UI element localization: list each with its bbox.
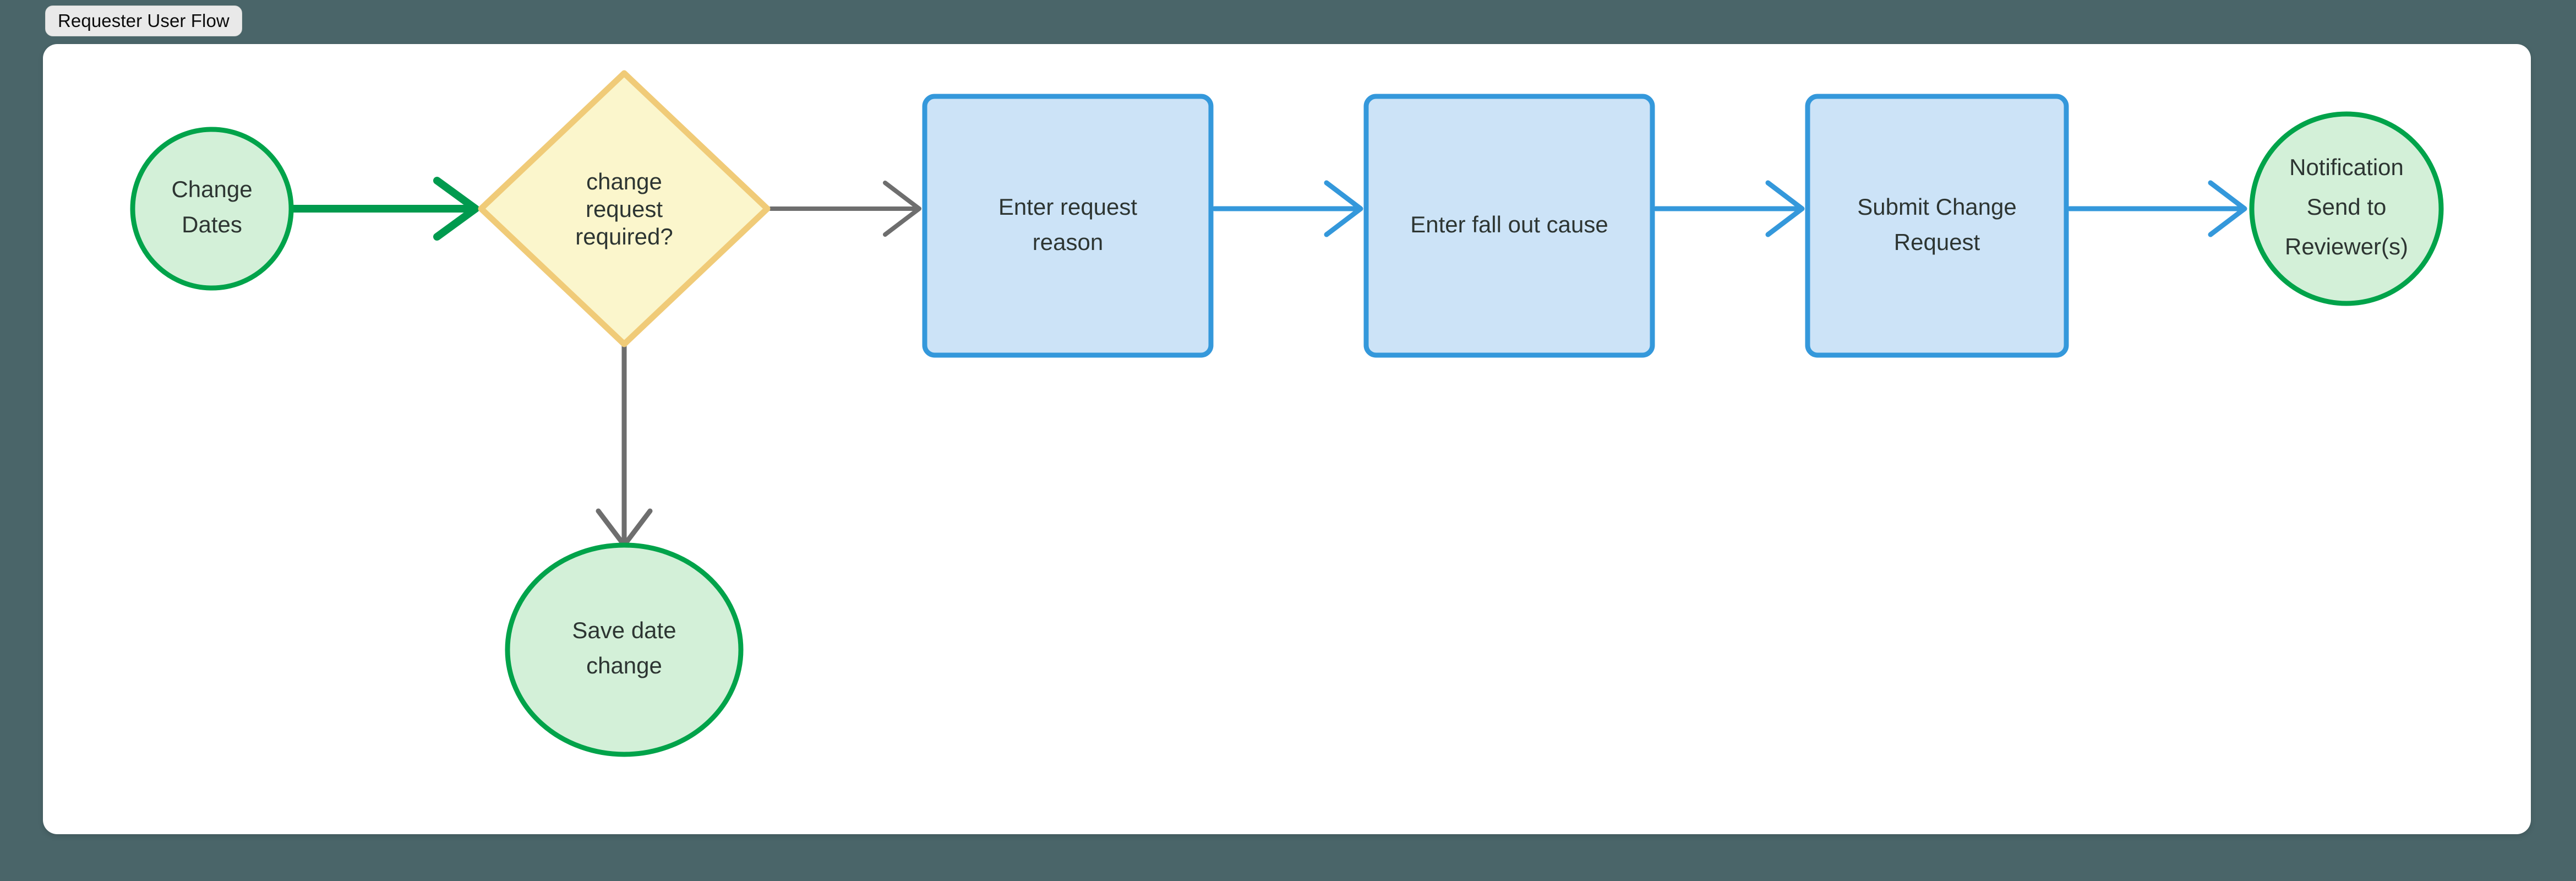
notification-send-to-reviewers-label-line-3: Reviewer(s): [2285, 233, 2408, 259]
submit-change-request-shape[interactable]: [1805, 94, 2069, 358]
change-request-required-label-line-1: change: [586, 168, 662, 194]
node-submit-change-request[interactable]: Submit Change Request: [1805, 94, 2069, 358]
flowchart-svg: Change Dates change request required? En…: [130, 70, 2444, 757]
diagram-canvas: [43, 44, 2531, 834]
enter-request-reason-label-line-1: Enter request: [998, 194, 1137, 220]
change-dates-shape[interactable]: [130, 127, 294, 291]
change-request-required-shape[interactable]: [478, 70, 771, 347]
notification-send-to-reviewers-label-line-2: Send to: [2307, 194, 2387, 220]
submit-change-request-label-line-2: Request: [1894, 229, 1980, 255]
save-date-change-label-line-2: change: [586, 652, 662, 678]
node-notification-send-to-reviewers[interactable]: Notification Send to Reviewer(s): [2249, 111, 2444, 306]
enter-fall-out-cause-label-line-1: Enter fall out cause: [1410, 211, 1608, 237]
node-save-date-change[interactable]: Save date change: [505, 542, 744, 757]
diagram-title-tag[interactable]: Requester User Flow: [45, 6, 242, 36]
node-enter-request-reason[interactable]: Enter request reason: [922, 94, 1214, 358]
enter-request-reason-shape[interactable]: [922, 94, 1214, 358]
save-date-change-shape[interactable]: [505, 542, 744, 757]
node-change-request-required[interactable]: change request required?: [478, 70, 771, 347]
node-change-dates[interactable]: Change Dates: [130, 127, 294, 291]
change-request-required-label-line-2: request: [586, 196, 663, 222]
edge-decision-to-enter-request-reason: [768, 181, 921, 237]
edge-change-dates-to-decision: [290, 177, 479, 241]
enter-request-reason-label-line-2: reason: [1033, 229, 1103, 255]
save-date-change-label-line-1: Save date: [572, 617, 676, 643]
edge-decision-to-save-date-change: [596, 343, 653, 548]
change-request-required-label-line-3: required?: [575, 224, 673, 249]
enter-fall-out-cause-shape[interactable]: [1363, 94, 1655, 358]
notification-send-to-reviewers-shape[interactable]: [2249, 111, 2444, 306]
change-dates-label-line-1: Change: [171, 176, 252, 202]
edge-enter-request-reason-to-fall-out: [1211, 180, 1363, 237]
node-enter-fall-out-cause[interactable]: Enter fall out cause: [1363, 94, 1655, 358]
edge-submit-to-notification: [2067, 180, 2247, 237]
edge-fall-out-to-submit: [1653, 180, 1805, 237]
notification-send-to-reviewers-label-line-1: Notification: [2289, 154, 2404, 180]
submit-change-request-label-line-1: Submit Change: [1857, 194, 2017, 220]
change-dates-label-line-2: Dates: [182, 211, 242, 237]
diagram-title-label: Requester User Flow: [58, 10, 230, 31]
